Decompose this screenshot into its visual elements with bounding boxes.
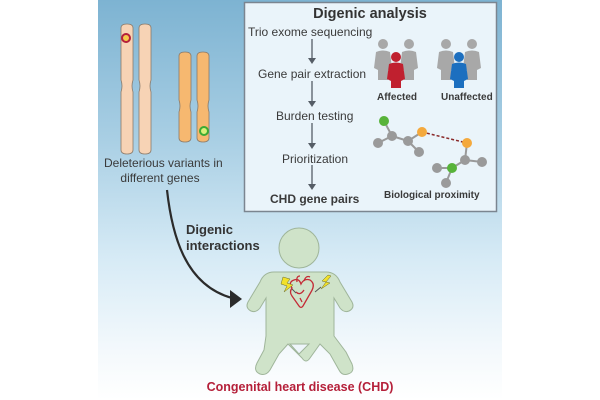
biological-proximity-network [373,116,487,188]
network-node [447,163,457,173]
network-label: Biological proximity [384,190,480,201]
chromosome-pair-dark [178,51,210,143]
variant-green-marker [199,126,209,136]
caption-line: different genes [120,171,200,185]
network-node [477,157,487,167]
network-node [387,131,397,141]
chromosome [178,51,192,143]
workflow-step: Gene pair extraction [258,67,367,81]
chromosome [196,51,210,143]
workflow-step: Burden testing [276,109,354,123]
group-label-affected: Affected [377,92,418,103]
network-node [373,138,383,148]
chromosome [138,23,152,155]
outcome-label: Congenital heart disease (CHD) [206,380,394,394]
variant-red-marker [121,33,131,43]
workflow-step-result: CHD gene pairs [270,192,360,206]
family-unaffected-icon [437,39,481,88]
analysis-box-title: Digenic analysis [313,6,427,22]
bolt-pointer [314,286,322,293]
network-node [432,163,442,173]
heart-icon [289,275,314,309]
digenic-analysis-box [243,1,498,213]
bolt-pointer [291,288,297,294]
family-affected-icon [374,39,418,88]
workflow-step: Trio exome sequencing [248,25,373,39]
workflow-arrows [308,39,316,190]
arrowhead [230,290,242,308]
chromosome-pair-light [120,23,152,155]
caption-line: Deleterious variants in [104,156,223,170]
network-node [441,178,451,188]
chromosome [120,23,134,155]
interaction-label-line: Digenic [186,222,233,237]
group-label-unaffected: Unaffected [441,92,493,103]
lightning-bolt-icon [320,274,332,290]
network-node [403,136,413,146]
interaction-label-line: interactions [186,238,260,253]
network-node [417,127,427,137]
baby-head [278,227,320,269]
baby-body [246,271,354,375]
network-node [462,138,472,148]
lightning-bolt-icon [280,276,294,293]
network-node [460,155,470,165]
chromosome-caption: Deleterious variants in different genes [104,156,223,186]
network-node [414,147,424,157]
network-node [379,116,389,126]
interaction-label: Digenic interactions [186,222,260,254]
digenic-interaction-arrow [165,189,233,300]
proximity-link [421,131,468,144]
baby-figure [246,227,354,375]
workflow-step: Prioritization [282,152,349,166]
